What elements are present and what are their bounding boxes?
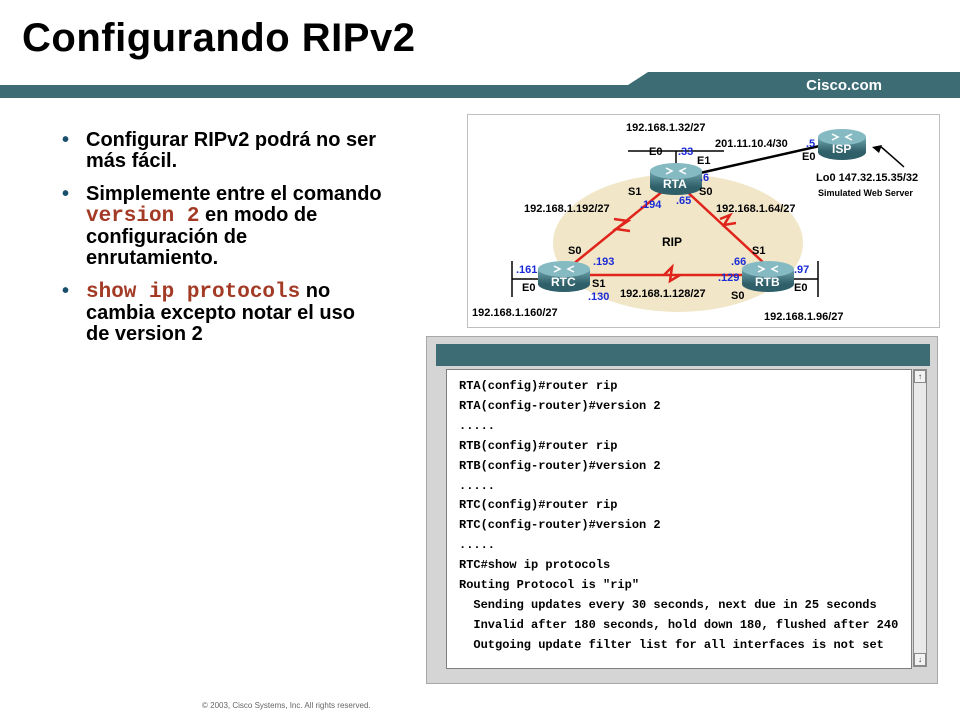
- terminal-window: RTA(config)#router rip RTA(config-router…: [426, 336, 938, 684]
- router-rtb-label: RTB: [755, 275, 780, 289]
- net-right-label: 192.168.1.64/27: [716, 203, 796, 215]
- rta-e1-ip: .6: [700, 172, 709, 184]
- bullet-text: Simplemente entre el comando: [86, 183, 382, 205]
- bullet-text: Configurar RIPv2 podrá no ser más fácil.: [86, 129, 377, 172]
- inline-code: show ip protocols: [86, 281, 301, 304]
- web-server-label: Simulated Web Server: [818, 188, 913, 198]
- serial-zigzag-left: [612, 217, 632, 233]
- rta-e0-label: E0: [649, 146, 662, 158]
- lan-rtc-label: 192.168.1.160/27: [472, 307, 558, 319]
- terminal-line: Invalid after 180 seconds, hold down 180…: [459, 617, 899, 632]
- terminal-tab: [690, 344, 930, 366]
- bullet-item-2: Simplemente entre el comando version 2 e…: [62, 184, 382, 269]
- terminal-line: RTA(config-router)#version 2: [459, 398, 661, 413]
- lo0-pointer: [879, 145, 905, 168]
- bullet-item-1: Configurar RIPv2 podrá no ser más fácil.: [62, 130, 382, 172]
- net-top-label: 192.168.1.32/27: [626, 122, 706, 134]
- rta-e0-ip: .33: [678, 146, 693, 158]
- rtb-s1-ip: .66: [731, 256, 746, 268]
- terminal-line: RTA(config)#router rip: [459, 379, 618, 393]
- terminal-output: RTA(config)#router rip RTA(config-router…: [459, 377, 898, 656]
- rtc-e0-ip: .161: [516, 264, 537, 276]
- serial-zigzag-right: [719, 212, 737, 227]
- terminal-line: .....: [459, 418, 496, 433]
- terminal-line: Sending updates every 30 seconds, next d…: [459, 597, 877, 612]
- rtb-s1-label: S1: [752, 245, 765, 257]
- net-left-label: 192.168.1.192/27: [524, 203, 610, 215]
- rtc-s0-label: S0: [568, 245, 581, 257]
- link-rta-isp: [699, 143, 825, 175]
- terminal-line: RTC#show ip protocols: [459, 558, 611, 573]
- terminal-line: Outgoing update filter list for all inte…: [459, 637, 884, 652]
- header-bar: [0, 72, 960, 98]
- slide-title: Configurando RIPv2: [22, 16, 416, 60]
- terminal-scrollbar[interactable]: ↑ ↓: [913, 369, 927, 667]
- rtb-e0-label: E0: [794, 282, 807, 294]
- terminal-line: Routing Protocol is "rip": [459, 578, 640, 593]
- rtb-e0-ip: .97: [794, 264, 809, 276]
- scroll-up-button[interactable]: ↑: [914, 370, 926, 383]
- terminal-line: RTC(config)#router rip: [459, 498, 618, 513]
- wan-isp-label: 201.11.10.4/30: [715, 138, 788, 150]
- router-rtc-label: RTC: [551, 275, 576, 289]
- terminal-screen[interactable]: RTA(config)#router rip RTA(config-router…: [446, 369, 912, 669]
- rip-cloud: [553, 174, 803, 312]
- rip-label: RIP: [662, 235, 682, 249]
- rtc-e0-label: E0: [522, 282, 535, 294]
- copyright-footer: © 2003, Cisco Systems, Inc. All rights r…: [202, 701, 371, 710]
- serial-zigzag-bottom: [663, 263, 681, 284]
- lo0-arrowhead: [872, 145, 882, 153]
- lo0-label: Lo0 147.32.15.35/32: [816, 172, 918, 184]
- scroll-down-button[interactable]: ↓: [914, 653, 926, 666]
- router-rtc-icon: RTC: [538, 261, 590, 292]
- rtc-s1-label: S1: [592, 278, 605, 290]
- rta-e1-label: E1: [697, 155, 710, 167]
- rtc-s0-ip: .193: [593, 256, 614, 268]
- rtb-s0-ip: .129: [718, 272, 739, 284]
- brand-logo-text: Cisco.com: [806, 77, 882, 94]
- inline-code: version 2: [86, 205, 200, 228]
- rta-s0-ip: .65: [676, 195, 691, 207]
- terminal-line: RTB(config-router)#version 2: [459, 458, 661, 473]
- router-isp-label: ISP: [832, 142, 851, 156]
- isp-e0-label: E0: [802, 151, 815, 163]
- terminal-line: RTB(config)#router rip: [459, 438, 618, 453]
- lan-rtb-label: 192.168.1.96/27: [764, 311, 844, 323]
- terminal-line: .....: [459, 478, 496, 493]
- bullet-text: no cambia excepto notar el uso de versio…: [86, 280, 355, 345]
- net-bottom-label: 192.168.1.128/27: [620, 288, 706, 300]
- router-rtb-icon: RTB: [742, 261, 794, 292]
- network-diagram: RIP RTA ISP: [467, 114, 940, 328]
- bullet-list: Configurar RIPv2 podrá no ser más fácil.…: [62, 130, 382, 357]
- rtb-s0-label: S0: [731, 290, 744, 302]
- router-rta-label: RTA: [663, 177, 687, 191]
- bullet-text: en modo de configuración de enrutamiento…: [86, 204, 318, 269]
- bullet-item-3: show ip protocols no cambia excepto nota…: [62, 281, 382, 345]
- rtc-s1-ip: .130: [588, 291, 609, 303]
- rta-s1-label: S1: [628, 186, 641, 198]
- router-rta-icon: RTA: [650, 163, 702, 195]
- rta-s0-label: S0: [699, 186, 712, 198]
- isp-ip: .5: [806, 138, 815, 150]
- terminal-line: .....: [459, 538, 496, 553]
- terminal-line: RTC(config-router)#version 2: [459, 518, 661, 533]
- rta-s1-ip: .194: [640, 199, 662, 211]
- router-isp-icon: ISP: [818, 129, 866, 160]
